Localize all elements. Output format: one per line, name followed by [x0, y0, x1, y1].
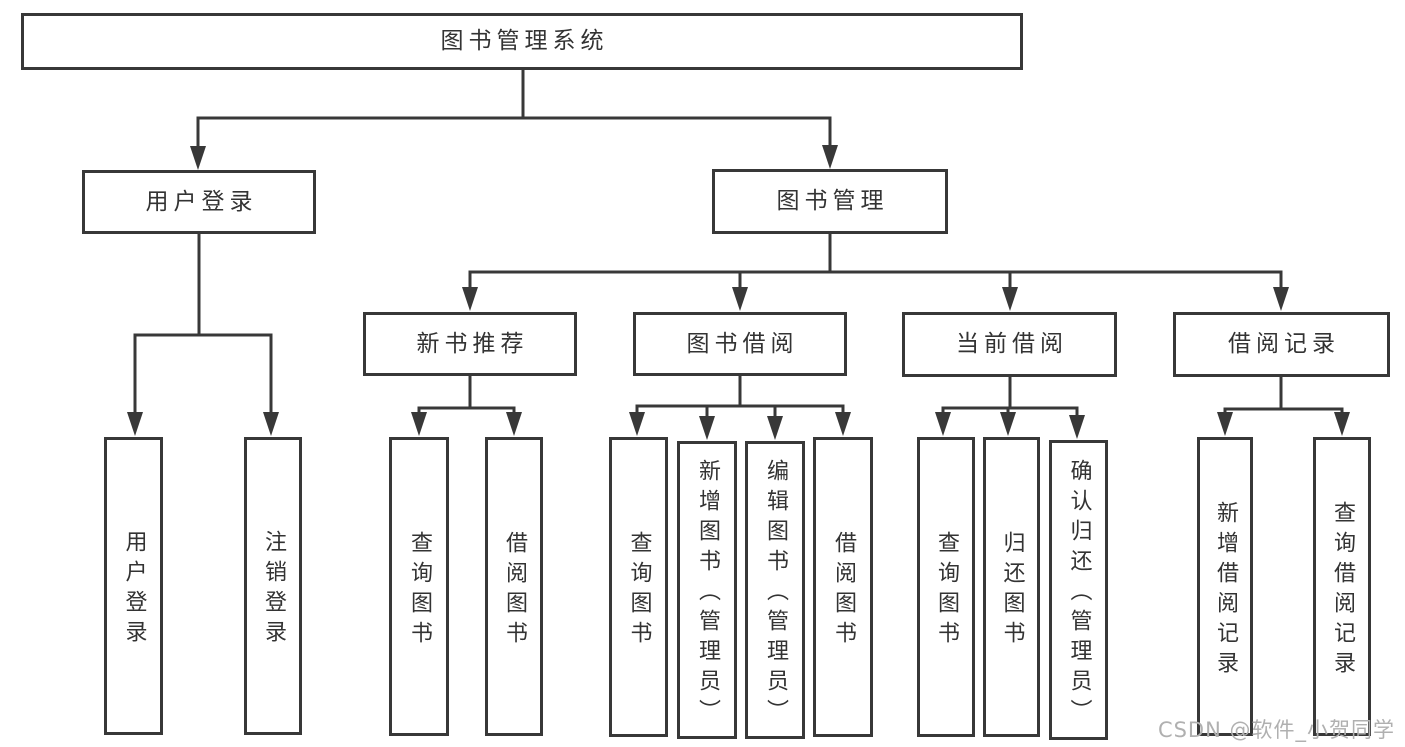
- node-leaf-user-login: 用户登录: [104, 437, 163, 735]
- node-bb-borrow-book: 借阅图书: [813, 437, 873, 737]
- node-book-management: 图书管理: [712, 169, 948, 234]
- node-bb-edit-book-admin: 编辑图书（管理员）: [745, 441, 805, 739]
- node-cb-query-book: 查询图书: [917, 437, 975, 737]
- node-leaf-logout: 注销登录: [244, 437, 302, 735]
- node-br-add-record: 新增借阅记录: [1197, 437, 1253, 736]
- csdn-watermark: CSDN @软件_小贺同学: [1157, 718, 1395, 742]
- node-rec-query-book: 查询图书: [389, 437, 449, 736]
- node-bb-add-book-admin: 新增图书（管理员）: [677, 441, 737, 739]
- node-rec-borrow-book: 借阅图书: [485, 437, 543, 736]
- node-bb-query-book: 查询图书: [609, 437, 668, 737]
- node-current-borrowing: 当前借阅: [902, 312, 1117, 377]
- node-user-login: 用户登录: [82, 170, 316, 234]
- node-br-query-record: 查询借阅记录: [1313, 437, 1371, 736]
- node-cb-confirm-return-admin: 确认归还（管理员）: [1049, 440, 1108, 740]
- node-borrowing-records: 借阅记录: [1173, 312, 1390, 377]
- node-cb-return-book: 归还图书: [983, 437, 1040, 737]
- node-library-management-system: 图书管理系统: [21, 13, 1023, 70]
- node-book-borrowing: 图书借阅: [633, 312, 847, 376]
- node-new-book-recommendation: 新书推荐: [363, 312, 577, 376]
